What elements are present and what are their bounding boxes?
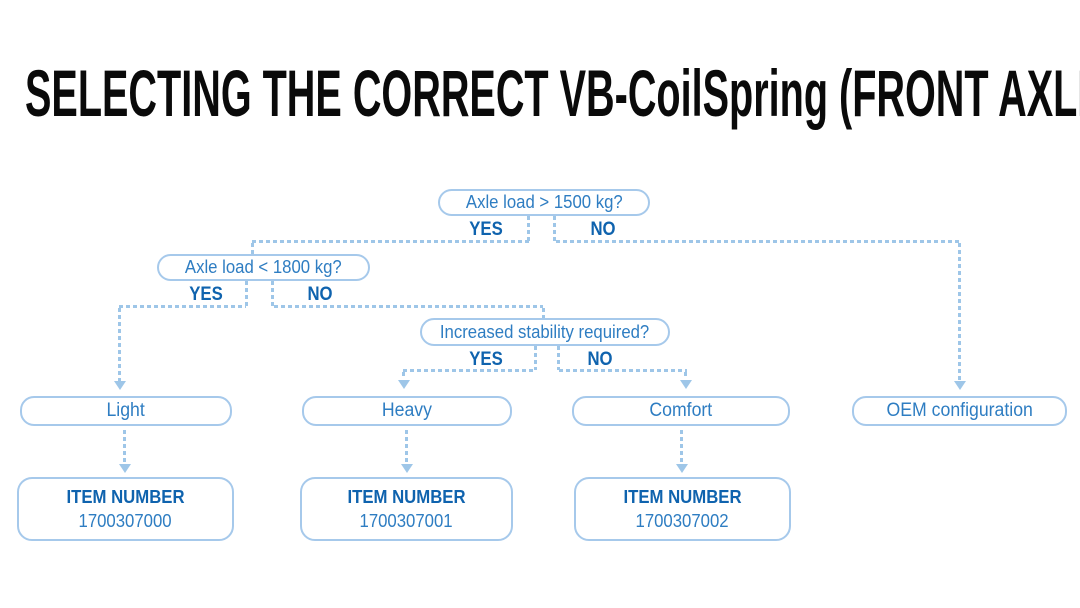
connector-q3-no-horizontal <box>559 369 687 372</box>
down-arrow-item3-icon <box>676 464 688 473</box>
connector-q3-yes-stub <box>534 346 537 370</box>
item-number-heading: ITEM NUMBER <box>66 486 185 507</box>
connector-q3-no-stub <box>557 346 560 370</box>
outcome-label: Comfort <box>649 400 713 421</box>
item-number-box-light: ITEM NUMBER 1700307000 <box>17 477 234 541</box>
decision-increased-stability: Increased stability required? <box>420 318 670 346</box>
outcome-light: Light <box>20 396 232 426</box>
down-arrow-oem-icon <box>954 381 966 390</box>
item-number-heading: ITEM NUMBER <box>623 486 742 507</box>
down-arrow-item2-icon <box>401 464 413 473</box>
connector-q3-yes-vertical <box>402 372 405 379</box>
connector-q3-yes-horizontal <box>403 369 535 372</box>
outcome-label: Heavy <box>381 400 433 421</box>
connector-q1-no-stub <box>553 216 556 242</box>
connector-heavy-item <box>405 430 408 464</box>
connector-q1-yes-stub <box>527 216 530 242</box>
item-number-value: 1700307001 <box>359 510 454 531</box>
down-arrow-light-icon <box>114 381 126 390</box>
item-number-heading: ITEM NUMBER <box>347 486 466 507</box>
connector-q2-no-horizontal <box>274 305 543 308</box>
connector-q1-yes-drop <box>251 243 254 254</box>
decision-label: Axle load < 1800 kg? <box>185 257 342 277</box>
outcome-heavy: Heavy <box>302 396 512 426</box>
yes-label: YES <box>469 219 503 240</box>
outcome-label: Light <box>106 400 146 421</box>
connector-q1-no-horizontal <box>556 240 962 243</box>
outcome-oem-configuration: OEM configuration <box>852 396 1067 426</box>
item-number-box-comfort: ITEM NUMBER 1700307002 <box>574 477 791 541</box>
decision-axle-load-1500: Axle load > 1500 kg? <box>438 189 650 216</box>
down-arrow-item1-icon <box>119 464 131 473</box>
yes-label: YES <box>469 349 503 370</box>
connector-q2-yes-vertical <box>118 308 121 381</box>
no-label: NO <box>307 284 333 305</box>
down-arrow-comfort-icon <box>680 380 692 389</box>
connector-q2-yes-horizontal <box>119 305 246 308</box>
yes-label: YES <box>189 284 223 305</box>
connector-comfort-item <box>680 430 683 464</box>
outcome-label: OEM configuration <box>886 400 1033 421</box>
connector-light-item <box>123 430 126 464</box>
decision-label: Increased stability required? <box>440 321 650 342</box>
page-title: SELECTING THE CORRECT VB-CoilSpring (FRO… <box>25 56 1080 130</box>
no-label: NO <box>587 349 613 370</box>
connector-q3-no-vertical <box>684 372 687 379</box>
outcome-comfort: Comfort <box>572 396 790 426</box>
connector-q2-no-stub <box>271 281 274 306</box>
item-number-value: 1700307000 <box>78 510 173 531</box>
item-number-value: 1700307002 <box>635 510 730 531</box>
connector-q2-no-drop <box>542 308 545 318</box>
decision-label: Axle load > 1500 kg? <box>465 192 623 212</box>
decision-axle-load-1800: Axle load < 1800 kg? <box>157 254 370 281</box>
connector-q1-yes-horizontal <box>252 240 531 243</box>
connector-q2-yes-stub <box>245 281 248 306</box>
down-arrow-heavy-icon <box>398 380 410 389</box>
item-number-box-heavy: ITEM NUMBER 1700307001 <box>300 477 513 541</box>
connector-q1-no-vertical <box>958 243 961 381</box>
no-label: NO <box>590 219 616 240</box>
